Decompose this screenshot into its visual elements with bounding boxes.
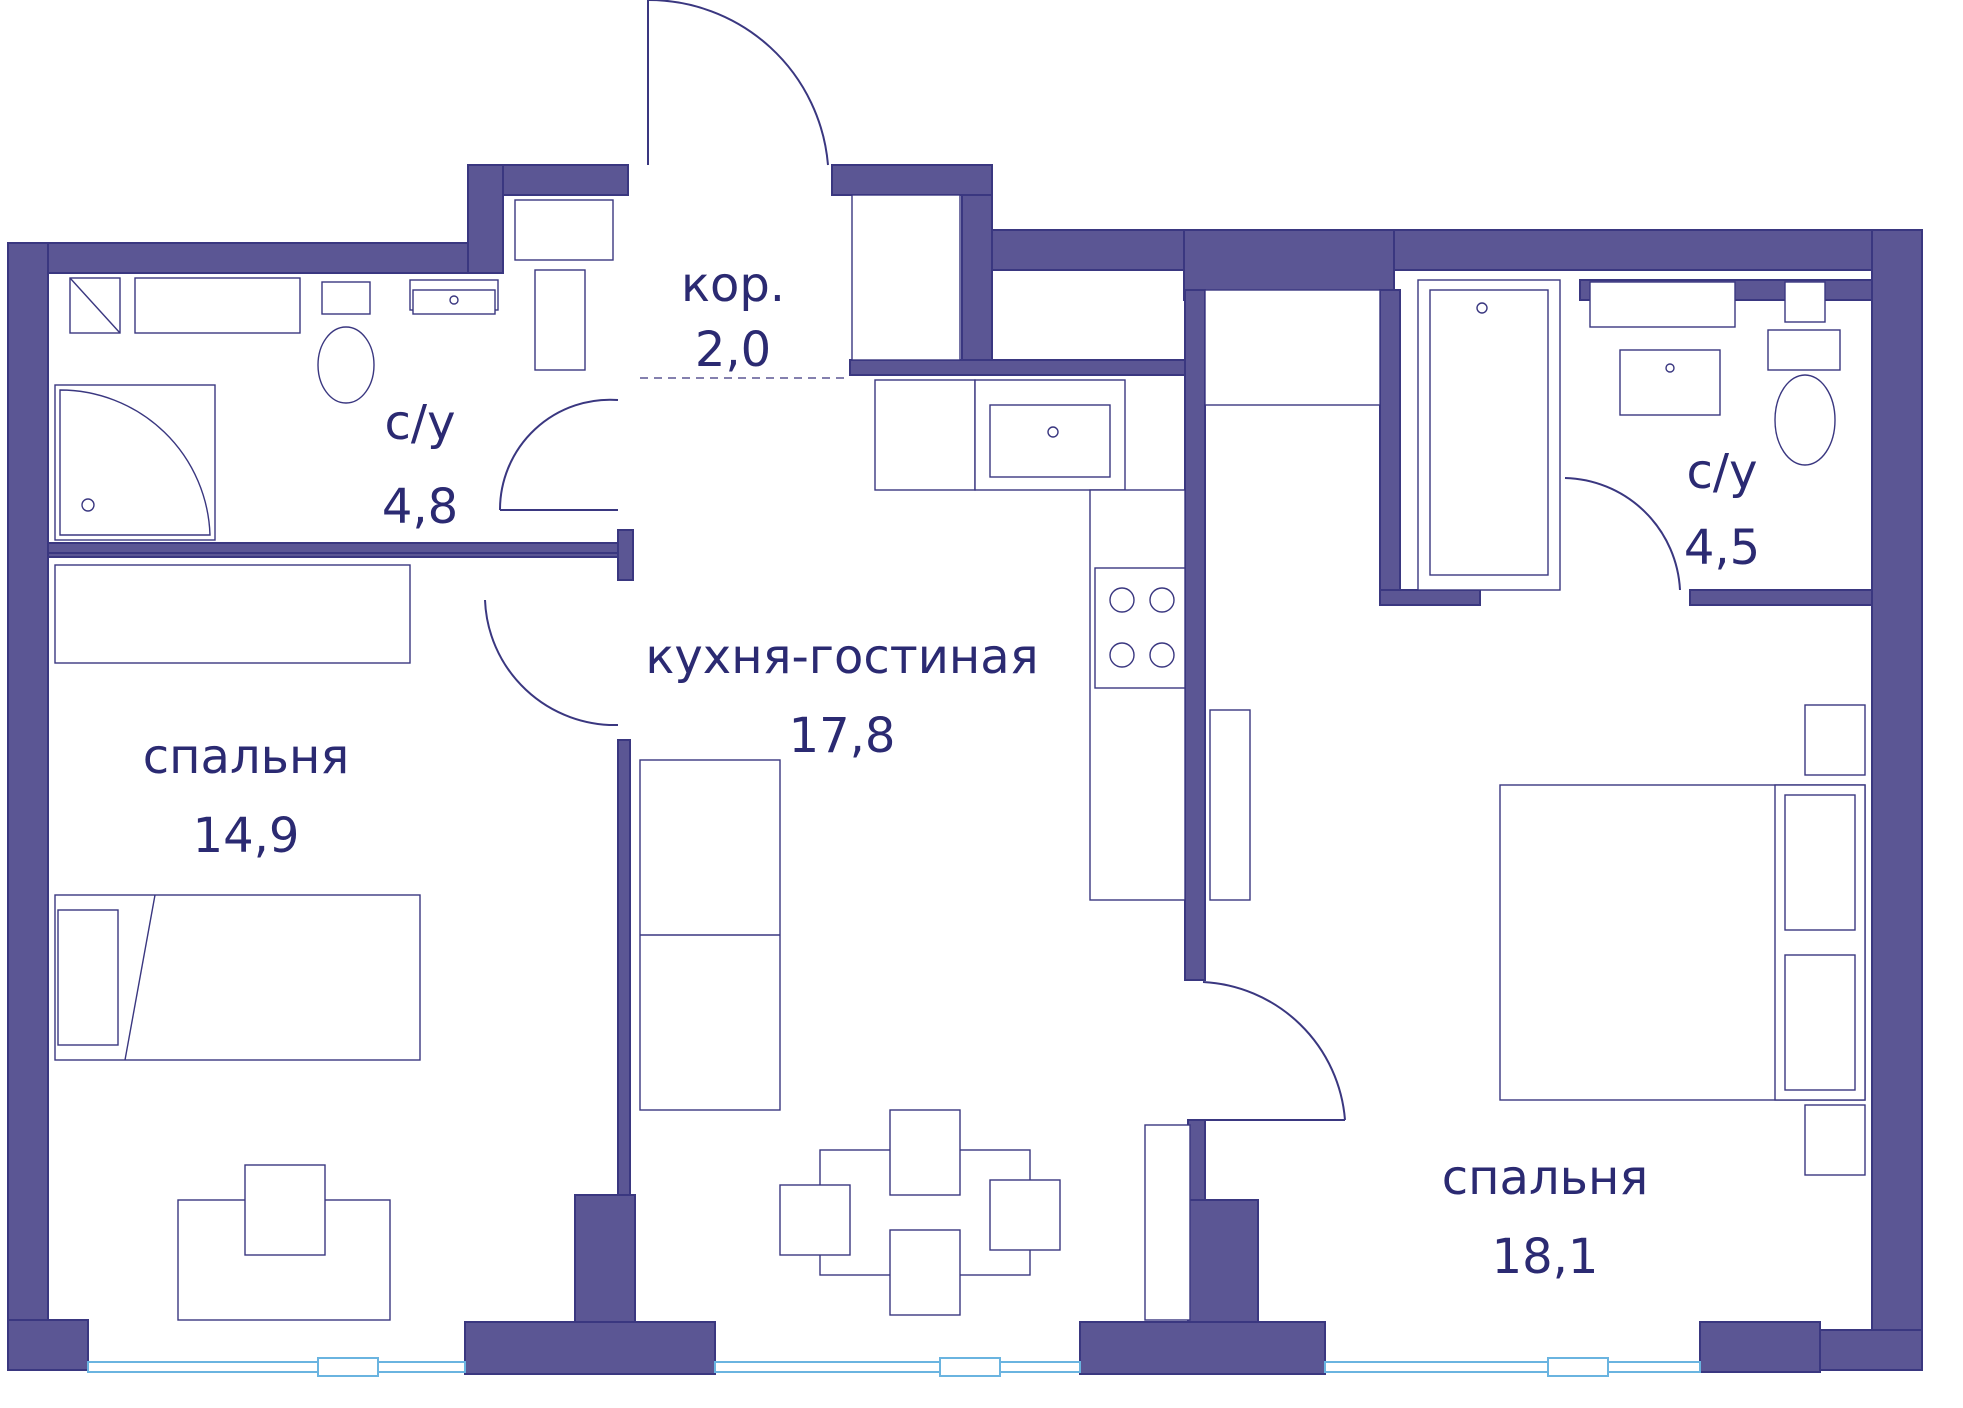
bedroom-left-furniture: [54, 894, 421, 1321]
wardrobes: [54, 194, 1381, 664]
doors: [484, 0, 1681, 1121]
room-area-bath-right: 4,5: [1684, 520, 1760, 576]
room-area-bedroom-right: 18,1: [1492, 1229, 1599, 1285]
room-name-corridor: кор.: [681, 257, 785, 313]
kitchen-fixtures: [874, 379, 1186, 901]
windows: [87, 1357, 1701, 1377]
bath-left-fixtures: [54, 199, 614, 541]
room-area-corridor: 2,0: [695, 322, 771, 378]
room-name-kitchen-living: кухня-гостиная: [645, 629, 1038, 685]
room-name-bedroom-left: спальня: [143, 729, 349, 785]
room-name-bath-left: с/у: [385, 395, 456, 451]
room-name-bath-right: с/у: [1687, 444, 1758, 500]
bedroom-right-furniture: [1499, 704, 1866, 1176]
living-furniture: [639, 709, 1251, 1321]
walls: [7, 164, 1923, 1375]
room-area-bedroom-left: 14,9: [193, 808, 300, 864]
bath-right-fixtures: [1417, 279, 1841, 591]
room-area-bath-left: 4,8: [382, 479, 458, 535]
room-labels: кор. 2,0 с/у 4,8 спальня 14,9 кухня-гост…: [143, 257, 1760, 1285]
room-area-kitchen-living: 17,8: [789, 708, 896, 764]
room-name-bedroom-right: спальня: [1442, 1150, 1648, 1206]
